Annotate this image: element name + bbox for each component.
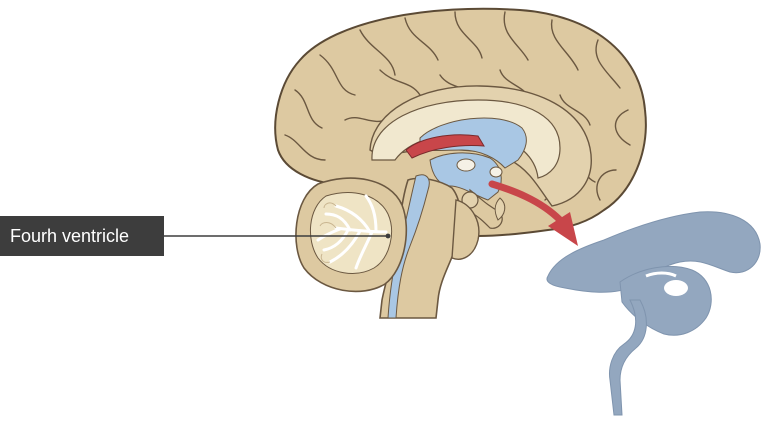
curved-red-arrow-icon [488,180,578,246]
brain-sagittal-section [274,7,647,319]
cast-adhesion-hole [664,280,688,296]
label-leader [164,233,391,239]
fourth-ventricle-label: Fourh ventricle [0,216,164,256]
interthalamic-adhesion [456,158,476,172]
lateral-ventricle-cast [546,211,761,293]
cast-inner-notch [645,271,677,278]
pineal-recess [489,166,503,178]
fornix [405,134,485,159]
aqueduct-cast [609,299,647,416]
pituitary-stalk [494,197,506,221]
pons [451,199,480,260]
ventricular-system-cast [546,211,761,416]
